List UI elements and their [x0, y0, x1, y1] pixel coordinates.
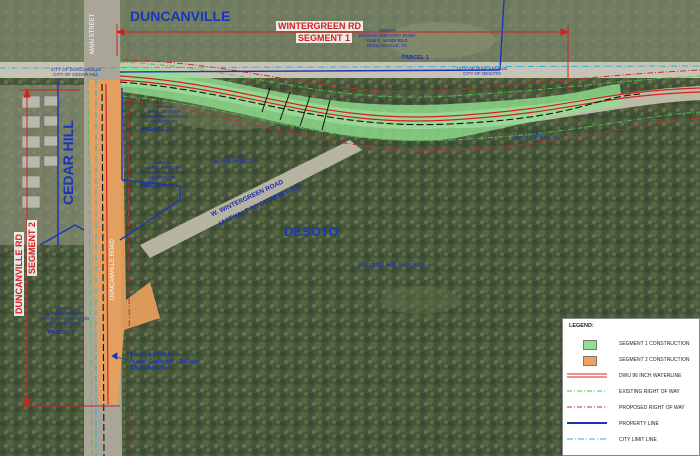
road-centerlines — [101, 81, 641, 456]
legend-label-proposed-row: PROPOSED RIGHT OF WAY — [619, 405, 685, 411]
legend-item-property-line: PROPERTY LINE — [567, 419, 699, 429]
preserve-clearing — [380, 286, 460, 314]
city-limit-label-right: CITY OF DUNCANVILLE CITY OF DESOTO — [456, 66, 508, 76]
parcel-label-5: PARCEL 5 — [142, 127, 169, 133]
legend-symbol-segment1 — [569, 340, 609, 350]
parcel-label-4: PARCEL 4 — [140, 183, 167, 189]
road-label-main-street: MAIN STREET — [90, 13, 96, 54]
parcel-label-1: PARCEL 1 — [402, 55, 429, 61]
city-limit-label-left: CITY OF DUNCANVILLE CITY OF CEDAR HILL — [50, 67, 102, 77]
city-label-duncanville: DUNCANVILLE — [130, 8, 231, 24]
legend-item-city-limit: CITY LIMIT LINE — [567, 435, 699, 445]
legend-label-existing-row: EXISTING RIGHT OF WAY — [619, 389, 680, 395]
dwu-waterline — [105, 75, 700, 405]
legend-label-city-limit: CITY LIMIT LINE — [619, 437, 657, 443]
city-label-desoto: DESOTO — [284, 224, 339, 239]
legend-label-waterline: DWU 96 INCH WATERLINE — [619, 373, 682, 379]
owner-info-dallas-right: OWNER COUNTY OF DALLAS — [512, 130, 558, 140]
hatch-marks — [261, 87, 331, 131]
legend-item-segment1: SEGMENT 1 CONSTRUCTION — [567, 339, 699, 350]
legend-symbol-city-limit — [567, 438, 607, 440]
legend-item-waterline: DWU 96 INCH WATERLINE — [567, 371, 699, 381]
owner-info-parcel1: OWNER DONALD GREGORY RUSH 2555 E. WINDFI… — [358, 28, 416, 48]
legend-symbol-segment2 — [569, 356, 609, 366]
segment1-label-road: WINTERGREEN RD — [276, 21, 363, 31]
legend-symbol-proposed-row — [567, 406, 607, 408]
segment1-construction-area — [122, 66, 622, 141]
owner-info-dallas-mid: OWNER COUNTY OF DALLAS — [212, 154, 257, 164]
legend-panel: LEGEND: SEGMENT 1 CONSTRUCTION SEGMENT 2… — [562, 318, 700, 456]
legend-item-existing-row: EXISTING RIGHT OF WAY — [567, 387, 699, 397]
legend-symbol-waterline — [567, 373, 607, 378]
owner-info-parcel5: OWNER RAMI MEYERS WINTERGREEN ROAD DESOT… — [139, 104, 188, 124]
legend-title: LEGEND: — [569, 323, 594, 329]
legend-symbol-existing-row — [567, 390, 607, 392]
segment2-label-road: DUNCANVILLE RD — [14, 232, 24, 316]
existing-row-lines — [87, 61, 700, 456]
owner-info-parcel3: OWNER STAMPS MOON 1900 DUNCANVILLE RD CE… — [38, 306, 90, 326]
owner-info-parcel4: OWNER MARIO ROBLES MARIO ROBLES LTD DESO… — [140, 160, 184, 180]
city-label-cedar-hill: CEDAR HILL — [60, 120, 76, 205]
parcel-label-3: PARCEL 3 — [48, 330, 75, 336]
w-wintergreen-road-asphalt — [140, 140, 362, 258]
property-lines — [39, 0, 505, 246]
segment1-label-segment: SEGMENT 1 — [296, 33, 353, 43]
preserve-label: Windmill Hill Preserve — [358, 262, 427, 269]
callout-existing-row: Existing ROW Line Is also Cedar Hill - D… — [130, 352, 199, 371]
legend-label-segment1: SEGMENT 1 CONSTRUCTION — [619, 341, 690, 347]
legend-item-segment2: SEGMENT 2 CONSTRUCTION — [567, 355, 699, 366]
proposed-row-lines — [121, 59, 700, 456]
callout-leader — [111, 352, 129, 361]
legend-label-property-line: PROPERTY LINE — [619, 421, 659, 427]
legend-symbol-property-line — [567, 422, 607, 424]
legend-item-proposed-row: PROPOSED RIGHT OF WAY — [567, 403, 699, 413]
clearing-northeast — [385, 22, 495, 58]
segment1-dimension — [115, 24, 570, 92]
legend-label-segment2: SEGMENT 2 CONSTRUCTION — [619, 357, 690, 363]
segment2-label-segment: SEGMENT 2 — [27, 219, 37, 276]
road-label-duncanville-road: DUNCANVILLE ROAD — [110, 238, 116, 300]
city-limit-lines — [0, 65, 700, 456]
